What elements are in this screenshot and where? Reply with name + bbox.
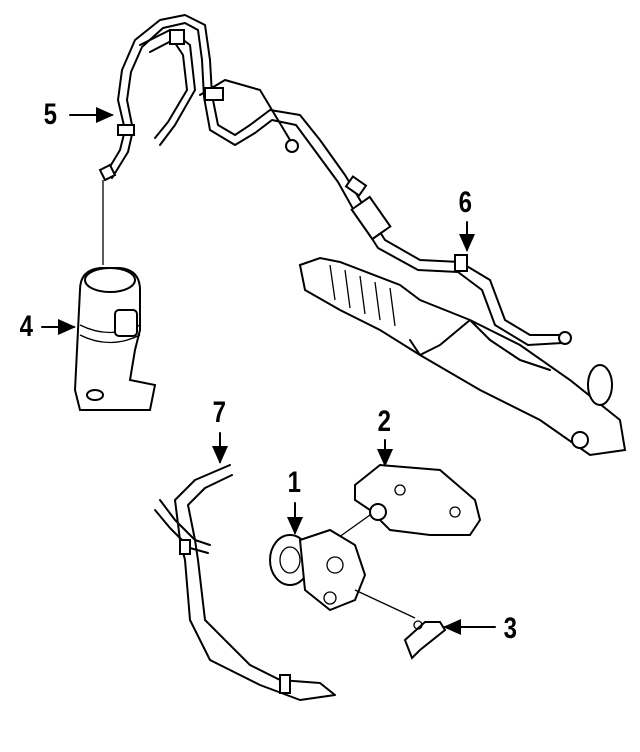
pump-bolt-bracket	[403, 620, 447, 660]
reservoir	[73, 180, 157, 411]
callout-5[interactable]: 5	[43, 98, 58, 131]
pressure-hose-assembly	[98, 14, 572, 346]
pump-bracket	[334, 463, 482, 541]
callout-1[interactable]: 1	[287, 466, 302, 499]
callout-arrows	[41, 107, 496, 635]
callout-6[interactable]: 6	[458, 186, 473, 219]
callout-4[interactable]: 4	[19, 310, 34, 343]
steering-gear	[298, 256, 627, 457]
power-steering-pump	[269, 528, 416, 619]
return-hose	[154, 464, 336, 701]
callout-2[interactable]: 2	[377, 405, 392, 438]
callout-3[interactable]: 3	[503, 612, 518, 645]
callout-7[interactable]: 7	[212, 396, 227, 429]
